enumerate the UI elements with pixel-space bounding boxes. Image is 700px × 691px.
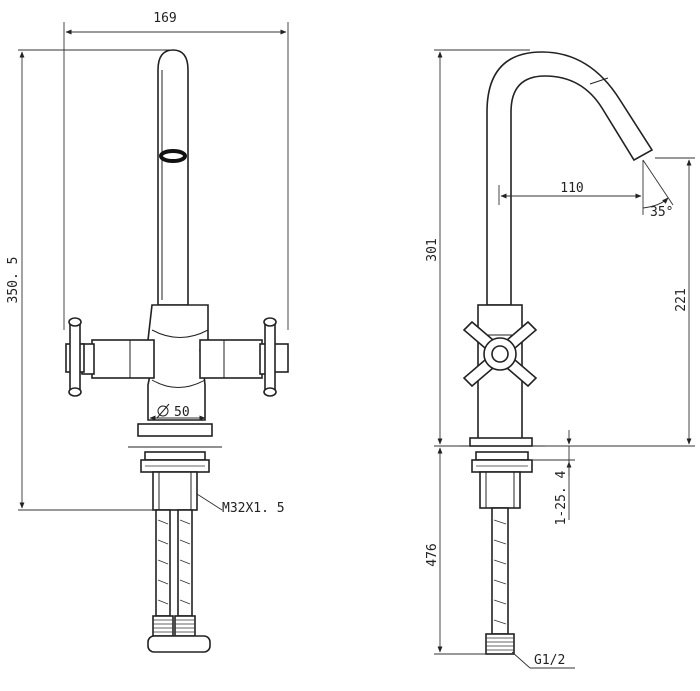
dim-width-text: 169 xyxy=(153,11,176,26)
side-shank xyxy=(479,471,521,509)
front-hoses xyxy=(147,509,211,653)
front-spout xyxy=(157,49,189,306)
dim-base-dia: 50 xyxy=(149,403,206,421)
dim-hose-length-text: 476 xyxy=(425,543,440,566)
dim-angle: 35° xyxy=(642,159,673,220)
dim-deck-thickness: 1-25. 4 xyxy=(530,430,575,525)
thread-label: M32X1. 5 xyxy=(222,501,285,516)
dim-reach-text: 110 xyxy=(560,181,583,196)
dim-hose-length: 476 xyxy=(425,447,486,655)
dim-height-text: 350. 5 xyxy=(6,257,21,304)
front-shank: M32X1. 5 xyxy=(152,471,285,516)
aerator-outlet xyxy=(159,149,187,163)
front-right-handle xyxy=(199,317,289,397)
dim-spout-height: 221 xyxy=(540,157,695,447)
side-view: 301 110 35° 221 xyxy=(425,49,695,669)
dim-height-350: 350. 5 xyxy=(6,49,170,511)
dim-angle-text: 35° xyxy=(650,205,673,220)
front-body xyxy=(147,304,209,421)
dim-width-169: 169 xyxy=(63,11,289,330)
dim-spout-height-text: 221 xyxy=(674,288,689,311)
front-view: 169 350. 5 xyxy=(6,11,289,653)
front-base xyxy=(128,423,222,473)
dim-base-dia-text: 50 xyxy=(174,405,190,420)
side-cross-handle xyxy=(462,320,538,388)
hose-thread-label: G1/2 xyxy=(534,653,565,668)
dim-total-height-text: 301 xyxy=(425,238,440,261)
dim-deck-thickness-text: 1-25. 4 xyxy=(554,470,569,525)
side-spout xyxy=(486,51,654,306)
front-left-handle xyxy=(65,317,155,397)
dim-reach: 110 xyxy=(498,160,644,215)
diameter-icon xyxy=(157,405,169,417)
side-base xyxy=(460,437,545,473)
side-hose: G1/2 xyxy=(485,507,575,669)
